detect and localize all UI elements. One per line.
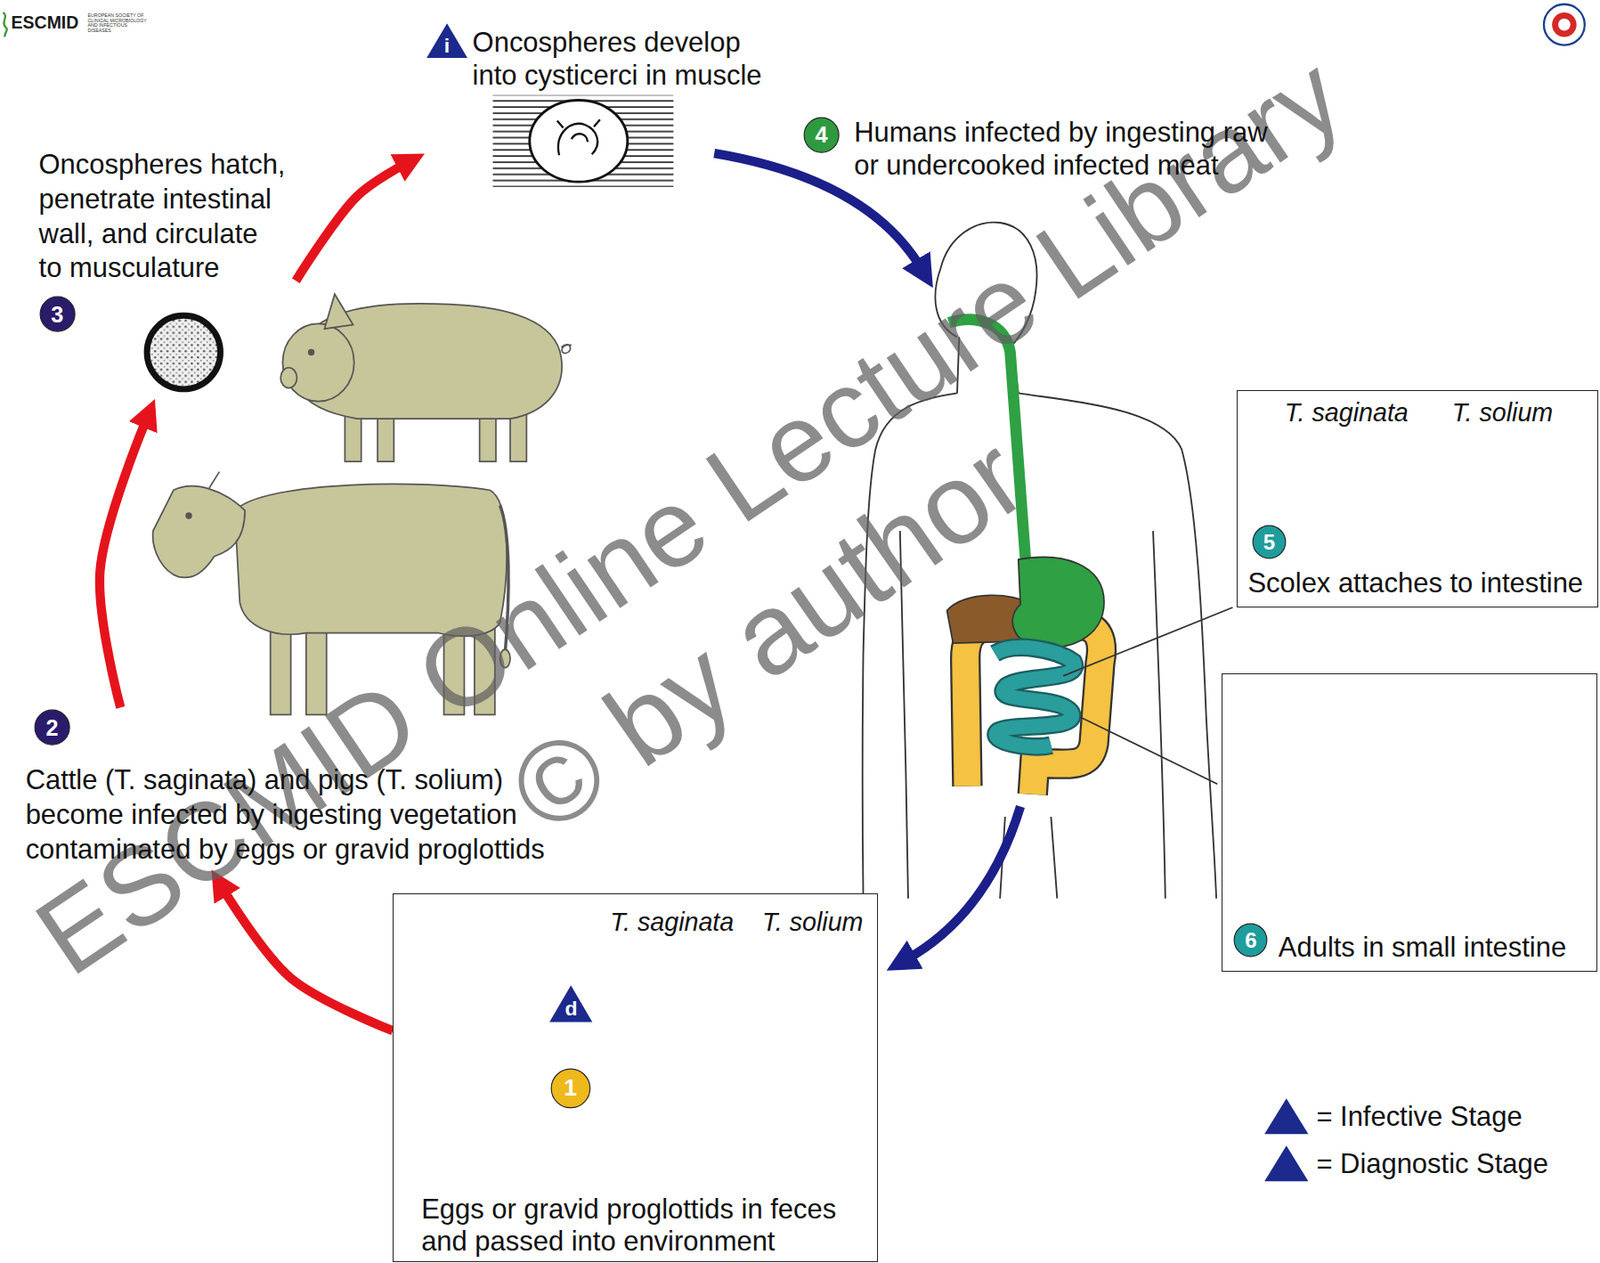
institution-logo [1543, 4, 1585, 46]
text-slot: i [425, 22, 469, 59]
text-slot: = Diagnostic Stage [1315, 1146, 1549, 1181]
legend-symbol [1264, 1097, 1308, 1134]
legend-symbol [1264, 1145, 1308, 1181]
text-slot: 6 [1233, 922, 1268, 958]
legend-row: = Infective Stage [1263, 1096, 1570, 1138]
text-slot: Cattle (T. saginata) and pigs (T. solium… [25, 763, 577, 867]
callout-circle: 5 [1251, 524, 1287, 560]
stage-marker: d [548, 983, 593, 1024]
triangle-fill [550, 984, 593, 1022]
text-slot: 2 [33, 708, 71, 746]
callout-number: 2 [45, 714, 58, 742]
text-slot: = Infective Stage [1315, 1099, 1522, 1134]
species-label: T. saginata [1284, 397, 1409, 429]
callout-circle: 1 [550, 1067, 592, 1109]
circle-fill [804, 117, 839, 153]
stage-text: Oncospheres hatch, penetrate intestinal … [39, 147, 289, 286]
text-slot: Humans infected by ingesting raw or unde… [853, 115, 1288, 183]
life-cycle-arrow [223, 888, 394, 1031]
circle-fill [551, 1068, 591, 1108]
text-slot: T. saginata [1284, 397, 1409, 429]
logo-text: ESCMID [11, 12, 80, 34]
stage-caption: Oncospheres develop into cysticerci in m… [423, 22, 781, 186]
stage-caption: Humans infected by ingesting raw or unde… [801, 112, 1302, 189]
circle-fill [34, 710, 70, 746]
circle-fill [1252, 525, 1286, 559]
stage-text: Adults in small intestine [1278, 930, 1567, 965]
stage-caption: Cattle (T. saginata) and pigs (T. solium… [20, 706, 577, 871]
callout-circle: 6 [1233, 922, 1268, 958]
stage-text: Cattle (T. saginata) and pigs (T. solium… [25, 763, 577, 867]
species-label: T. saginata [609, 906, 734, 938]
species-label: T. solium [1452, 397, 1554, 429]
stage-text: Oncospheres develop into cysticerci in m… [472, 25, 780, 93]
stage-caption: Oncospheres hatch, penetrate intestinal … [35, 147, 296, 398]
text-slot: 1 [550, 1067, 592, 1109]
excretion-arrow [906, 806, 1021, 960]
text-slot: 4 [803, 116, 840, 154]
text-slot: T. solium [762, 906, 864, 938]
logo-subtitle: EUROPEAN SOCIETY OF CLINICAL MICROBIOLOG… [88, 13, 152, 34]
stage-marker-letter: i [444, 33, 450, 59]
legend-text: = Diagnostic Stage [1315, 1146, 1549, 1181]
text-slot: 5 [1251, 524, 1287, 560]
text-slot: EUROPEAN SOCIETY OF CLINICAL MICROBIOLOG… [88, 13, 152, 36]
callout-number: 3 [50, 300, 64, 329]
callout-circle: 2 [33, 708, 71, 746]
text-slot: Eggs or gravid proglottids in feces and … [421, 1193, 870, 1259]
leader-line [1080, 716, 1219, 785]
egg-proglottid-panel: T. saginata T. soliumEggs or gravid progl… [392, 893, 878, 1262]
scolex-panel: T. saginata T. soliumScolex attaches to i… [1236, 389, 1599, 608]
callout-number: 6 [1244, 926, 1257, 953]
text-slot: d [548, 983, 593, 1024]
callout-circle: 4 [803, 116, 840, 154]
callout-circle: 3 [39, 295, 76, 333]
circle-fill [40, 296, 75, 332]
life-cycle-arrow [99, 419, 147, 707]
oncosphere [146, 315, 221, 390]
text-slot: Oncospheres develop into cysticerci in m… [472, 25, 780, 93]
legend-swatch [1263, 1096, 1310, 1135]
muscle-cysticercus [493, 95, 675, 187]
text-slot: Oncospheres hatch, penetrate intestinal … [39, 147, 289, 286]
text-slot: T. saginata [609, 906, 734, 938]
callout-number: 1 [563, 1072, 577, 1102]
stage-text: Eggs or gravid proglottids in feces and … [421, 1193, 870, 1259]
text-slot: 3 [39, 295, 76, 333]
species-label: T. solium [762, 906, 864, 938]
text-slot: T. solium [1452, 397, 1554, 429]
callout-number: 5 [1263, 528, 1276, 555]
stage-text: Scolex attaches to intestine [1247, 566, 1584, 601]
life-cycle-arrow [295, 163, 405, 281]
circle-fill [1234, 923, 1268, 957]
leader-line [1063, 607, 1233, 676]
stage-marker: i [425, 22, 469, 59]
adult-worm-panel: Adults in small intestine 6 [1221, 673, 1598, 972]
text-slot: ESCMID [11, 12, 80, 34]
legend-text: = Infective Stage [1315, 1099, 1522, 1134]
stage-marker-letter: d [565, 996, 578, 1022]
triangle-fill [426, 23, 468, 58]
text-slot: Scolex attaches to intestine [1247, 566, 1584, 601]
text-slot: Adults in small intestine [1278, 930, 1567, 965]
callout-number: 4 [815, 121, 829, 149]
legend-swatch [1263, 1144, 1310, 1182]
logo-mark [2, 12, 7, 38]
legend-row: = Diagnostic Stage [1263, 1144, 1570, 1186]
stage-text: Humans infected by ingesting raw or unde… [853, 115, 1288, 183]
pig [280, 293, 572, 462]
